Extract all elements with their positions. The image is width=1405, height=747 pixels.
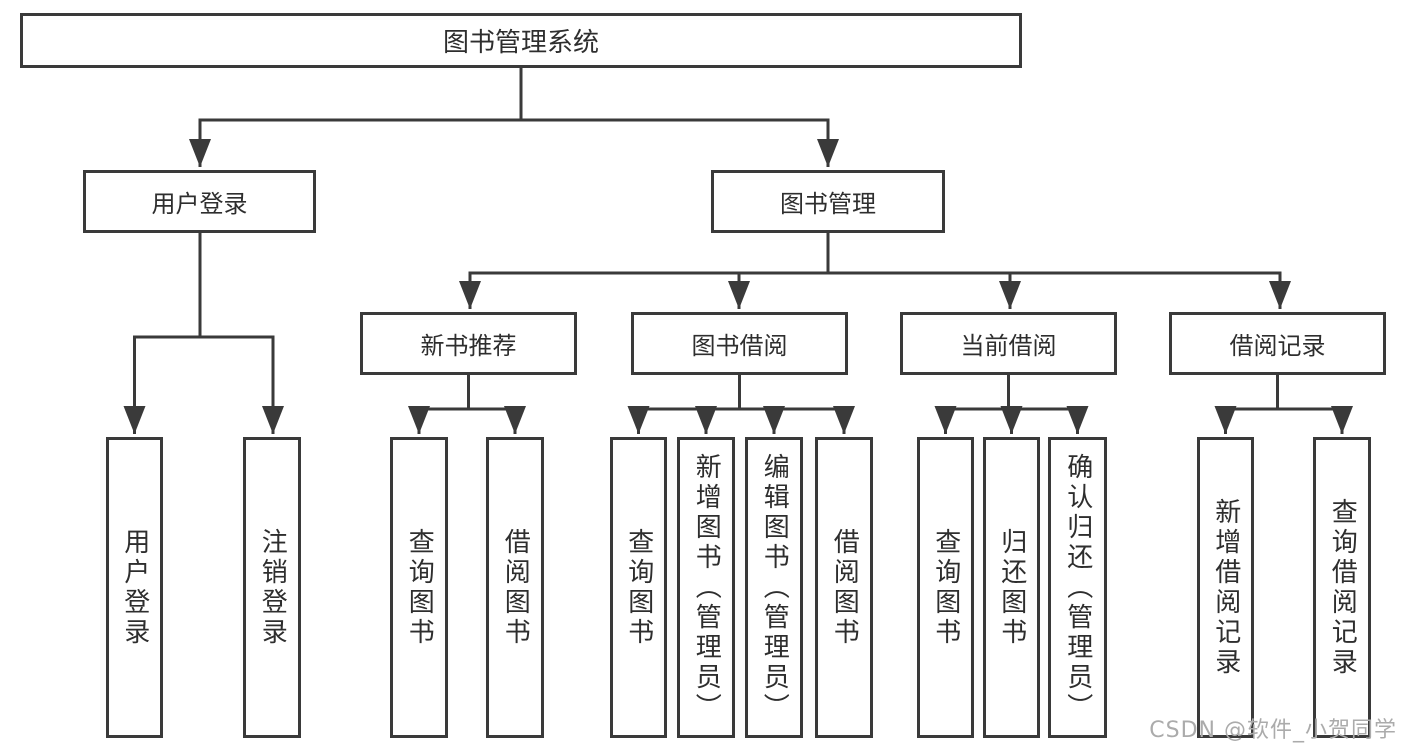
leaf-edit-book-admin: 编辑图书（管理员） [745,437,803,738]
leaf-user-login-label: 用户登录 [119,527,150,648]
node-book-management: 图书管理 [711,170,945,233]
node-root-system: 图书管理系统 [20,13,1022,68]
leaf-query-books-borrow: 查询图书 [610,437,667,738]
csdn-watermark: CSDN @软件_小贺同学 [1149,718,1397,743]
node-user-login: 用户登录 [83,170,316,233]
leaf-borrow-books-recommend: 借阅图书 [486,437,544,738]
node-borrow-records-label: 借阅记录 [1229,332,1326,360]
leaf-query-borrow-record-label: 查询借阅记录 [1327,497,1358,678]
node-book-borrow: 图书借阅 [631,312,848,375]
node-current-borrow: 当前借阅 [900,312,1117,375]
leaf-query-books-borrow-label: 查询图书 [623,527,654,648]
node-book-management-label: 图书管理 [780,190,876,218]
node-new-book-recommend-label: 新书推荐 [420,332,517,360]
leaf-return-book-label: 归还图书 [996,527,1027,648]
leaf-confirm-return-admin-label: 确认归还（管理员） [1062,452,1093,723]
leaf-query-books-current: 查询图书 [917,437,974,738]
node-borrow-records: 借阅记录 [1169,312,1386,375]
leaf-borrow-books: 借阅图书 [815,437,873,738]
leaf-add-borrow-record: 新增借阅记录 [1197,437,1254,738]
node-book-borrow-label: 图书借阅 [691,332,788,360]
leaf-borrow-books-label: 借阅图书 [829,527,860,648]
leaf-query-books-recommend: 查询图书 [390,437,448,738]
leaf-query-books-current-label: 查询图书 [930,527,961,648]
node-user-login-label: 用户登录 [151,190,248,218]
leaf-add-borrow-record-label: 新增借阅记录 [1210,497,1241,678]
leaf-query-borrow-record: 查询借阅记录 [1313,437,1371,738]
leaf-user-login: 用户登录 [106,437,163,738]
leaf-borrow-books-recommend-label: 借阅图书 [500,527,531,648]
leaf-confirm-return-admin: 确认归还（管理员） [1048,437,1107,738]
leaf-add-book-admin: 新增图书（管理员） [677,437,735,738]
leaf-logout-label: 注销登录 [257,527,288,648]
node-current-borrow-label: 当前借阅 [960,332,1057,360]
node-new-book-recommend: 新书推荐 [360,312,577,375]
leaf-return-book: 归还图书 [983,437,1040,738]
leaf-logout: 注销登录 [243,437,301,738]
leaf-query-books-recommend-label: 查询图书 [404,527,435,648]
leaf-add-book-admin-label: 新增图书（管理员） [691,452,722,723]
leaf-edit-book-admin-label: 编辑图书（管理员） [759,452,790,723]
node-root-label: 图书管理系统 [442,28,599,58]
